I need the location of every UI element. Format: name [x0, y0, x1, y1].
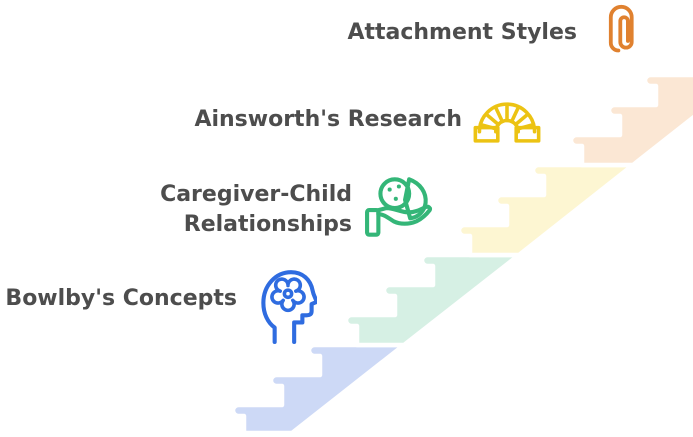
step-section-4 [568, 72, 693, 168]
step-label-caregiver-child-relationships: Caregiver-Child Relationships [160, 182, 352, 237]
step-label-attachment-styles: Attachment Styles [347, 20, 577, 45]
hand-holding-baby-icon [364, 171, 442, 241]
step-section-3 [456, 162, 636, 258]
step-label-ainsworths-research: Ainsworth's Research [194, 107, 462, 132]
step-section-1 [230, 342, 407, 436]
step-label-bowlbys-concepts: Bowlby's Concepts [5, 286, 237, 311]
paperclip-icon [606, 3, 646, 60]
head-with-flower-icon [259, 266, 317, 344]
step-section-2 [343, 252, 522, 348]
arch-toy-icon [472, 97, 542, 146]
